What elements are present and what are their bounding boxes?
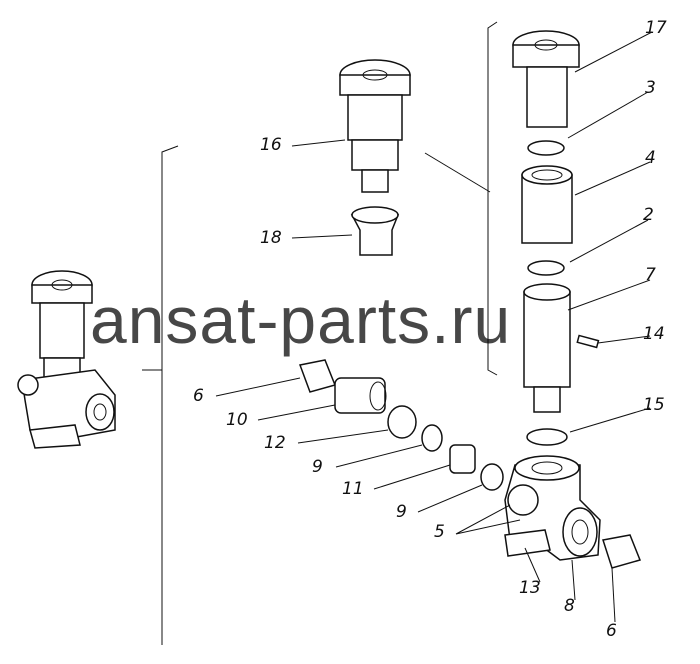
callout-12: 12 <box>264 433 286 453</box>
callout-9-lower: 9 <box>396 502 407 522</box>
part-14-pin <box>576 334 600 349</box>
callout-13: 13 <box>519 578 541 598</box>
assembled-pump-unit <box>17 270 116 449</box>
callout-17: 17 <box>645 18 667 38</box>
right-bracket <box>487 21 498 376</box>
callout-16: 16 <box>260 135 282 155</box>
callout-9-upper: 9 <box>312 457 323 477</box>
part-10-fitting <box>334 377 387 414</box>
callout-5: 5 <box>434 522 445 542</box>
callout-10: 10 <box>226 410 248 430</box>
callout-11: 11 <box>342 479 364 499</box>
callout-15: 15 <box>643 395 665 415</box>
part-9-washer <box>421 424 443 452</box>
part-17-cap <box>512 30 580 128</box>
leader-lines <box>215 31 653 623</box>
watermark: ansat-parts.ru <box>90 283 512 357</box>
callout-8: 8 <box>564 596 575 616</box>
part-11-sleeve <box>449 444 476 474</box>
part-2-ring <box>527 260 565 276</box>
part-15-ring <box>526 428 568 446</box>
bracket-pointer <box>424 152 491 193</box>
part-3-ring <box>527 140 565 156</box>
callout-6-right: 6 <box>606 621 617 641</box>
callout-4: 4 <box>645 148 656 168</box>
callout-3: 3 <box>645 78 656 98</box>
part-7-housing <box>523 283 571 413</box>
callout-6-left: 6 <box>193 386 204 406</box>
part-6-cap-right <box>602 534 642 569</box>
callout-7: 7 <box>645 265 656 285</box>
part-6-cap-left <box>298 359 337 393</box>
left-bracket <box>161 145 179 645</box>
part-4-sleeve <box>521 165 573 244</box>
callout-18: 18 <box>260 228 282 248</box>
part-16-cap-assembly <box>339 59 411 193</box>
callout-2: 2 <box>643 205 654 225</box>
part-9-washer-2 <box>480 463 504 491</box>
part-12-ring <box>387 405 417 439</box>
callout-14: 14 <box>643 324 665 344</box>
part-8-body <box>504 455 601 561</box>
